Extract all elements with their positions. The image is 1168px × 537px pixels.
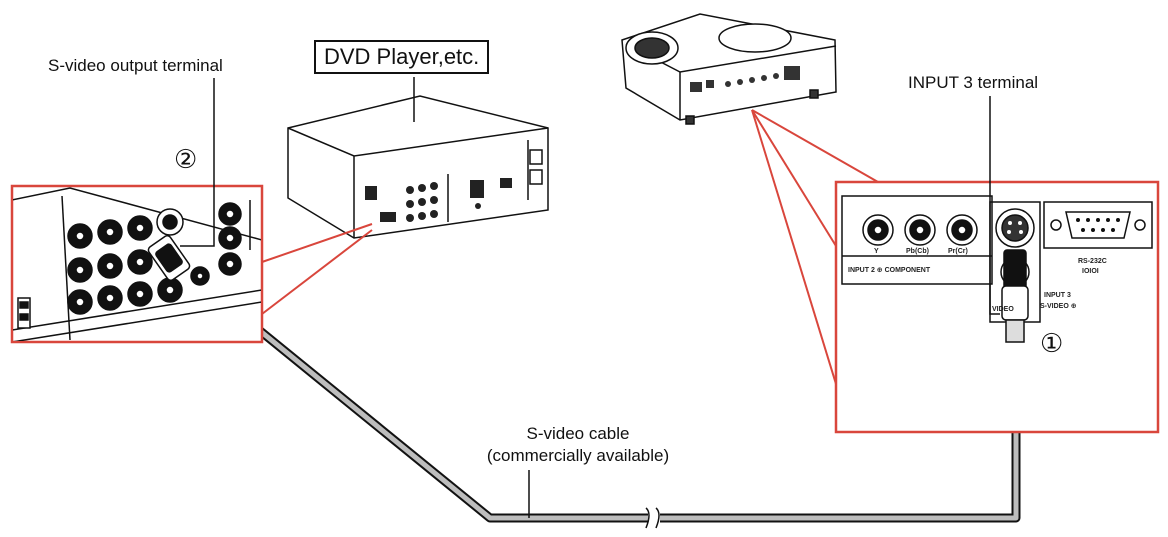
input3-svideo-jack bbox=[996, 209, 1034, 247]
step-2-marker: ② bbox=[174, 146, 197, 172]
rs232c-symbol: IOIOI bbox=[1082, 268, 1099, 275]
dvd-player-label: DVD Player,etc. bbox=[314, 40, 489, 74]
component-jacks bbox=[863, 215, 977, 245]
rs232c-label: RS-232C bbox=[1078, 258, 1107, 265]
svideo-output-terminal-label: S-video output terminal bbox=[48, 56, 223, 76]
input3-terminal-label: INPUT 3 terminal bbox=[908, 73, 1038, 93]
dvd-player bbox=[288, 96, 548, 238]
jack-y-label: Y bbox=[874, 248, 879, 255]
cable-label-line2: (commercially available) bbox=[448, 446, 708, 466]
jack-pb-label: Pb(Cb) bbox=[906, 248, 929, 255]
projector bbox=[622, 14, 836, 124]
jack-pr-label: Pr(Cr) bbox=[948, 248, 968, 255]
dvd-callout-box bbox=[12, 186, 262, 342]
cable-label-line1: S-video cable bbox=[448, 424, 708, 444]
input3-panel-label-2: S-VIDEO ⊕ bbox=[1040, 302, 1077, 310]
component-label: INPUT 2 ⊕ COMPONENT bbox=[848, 266, 930, 274]
input3-panel-label-1: INPUT 3 bbox=[1044, 292, 1071, 299]
step-1-marker: ① bbox=[1040, 330, 1063, 356]
svideo-plug-projector bbox=[1002, 250, 1028, 342]
video-panel-label: VIDEO bbox=[992, 306, 1014, 313]
